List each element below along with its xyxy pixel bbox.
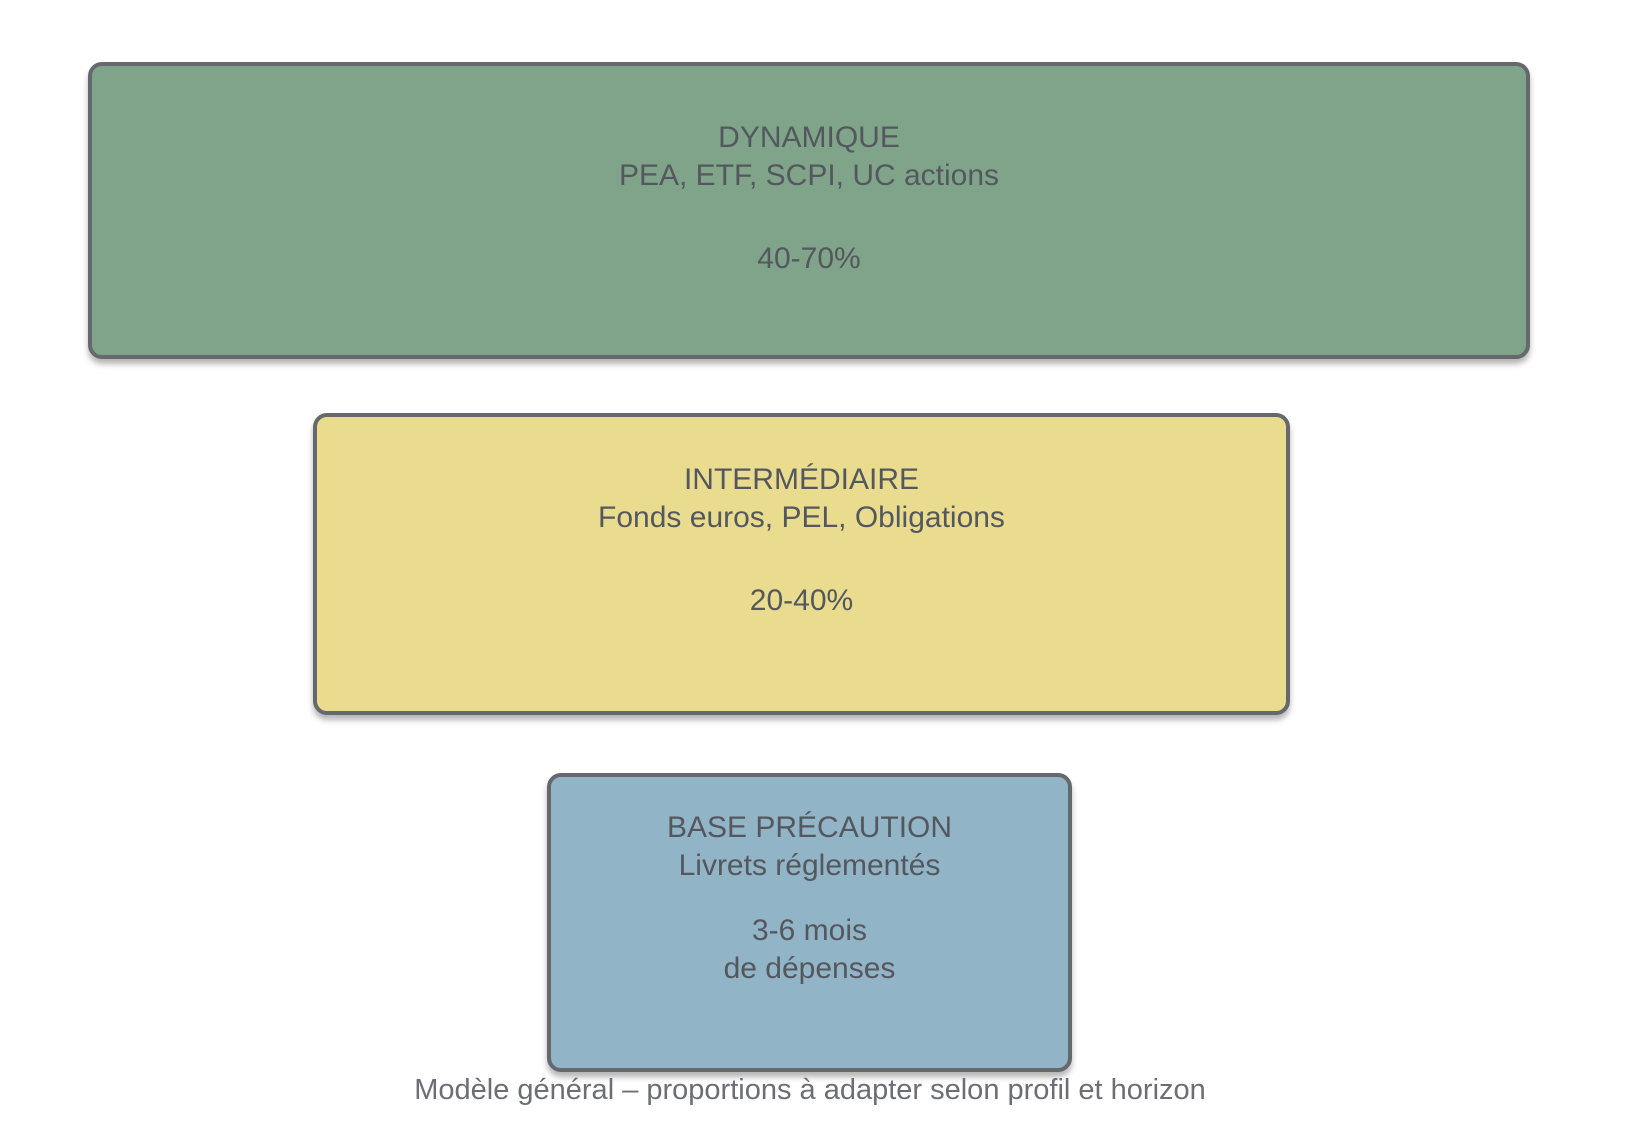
level-title-block: DYNAMIQUE PEA, ETF, SCPI, UC actions bbox=[619, 119, 999, 195]
pyramid-level-dynamique: DYNAMIQUE PEA, ETF, SCPI, UC actions 40-… bbox=[88, 62, 1530, 359]
level-allocation-line2: de dépenses bbox=[723, 952, 896, 985]
level-allocation: 40-70% bbox=[757, 242, 861, 275]
level-allocation: 3-6 mois bbox=[751, 914, 868, 947]
diagram-caption: Modèle général – proportions à adapter s… bbox=[414, 1074, 1206, 1106]
level-allocation-block: 3-6 mois de dépenses bbox=[724, 912, 896, 988]
level-allocation-block: 20-40% bbox=[750, 582, 853, 620]
level-allocation: 20-40% bbox=[749, 583, 854, 617]
level-allocation-block: 40-70% bbox=[757, 240, 860, 278]
level-subtitle: Fonds euros, PEL, Obligations bbox=[598, 500, 1005, 534]
level-title-block: BASE PRÉCAUTION Livrets réglementés bbox=[667, 809, 952, 885]
level-title-block: INTERMÉDIAIRE Fonds euros, PEL, Obligati… bbox=[598, 461, 1005, 537]
level-title: DYNAMIQUE bbox=[718, 121, 900, 154]
level-title: BASE PRÉCAUTION bbox=[666, 811, 953, 844]
level-title: INTERMÉDIAIRE bbox=[683, 462, 919, 496]
level-subtitle: PEA, ETF, SCPI, UC actions bbox=[618, 159, 1000, 192]
pyramid-level-base-precaution: BASE PRÉCAUTION Livrets réglementés 3-6 … bbox=[547, 773, 1072, 1072]
pyramid-level-intermediaire: INTERMÉDIAIRE Fonds euros, PEL, Obligati… bbox=[313, 413, 1290, 715]
level-subtitle: Livrets réglementés bbox=[678, 849, 941, 882]
